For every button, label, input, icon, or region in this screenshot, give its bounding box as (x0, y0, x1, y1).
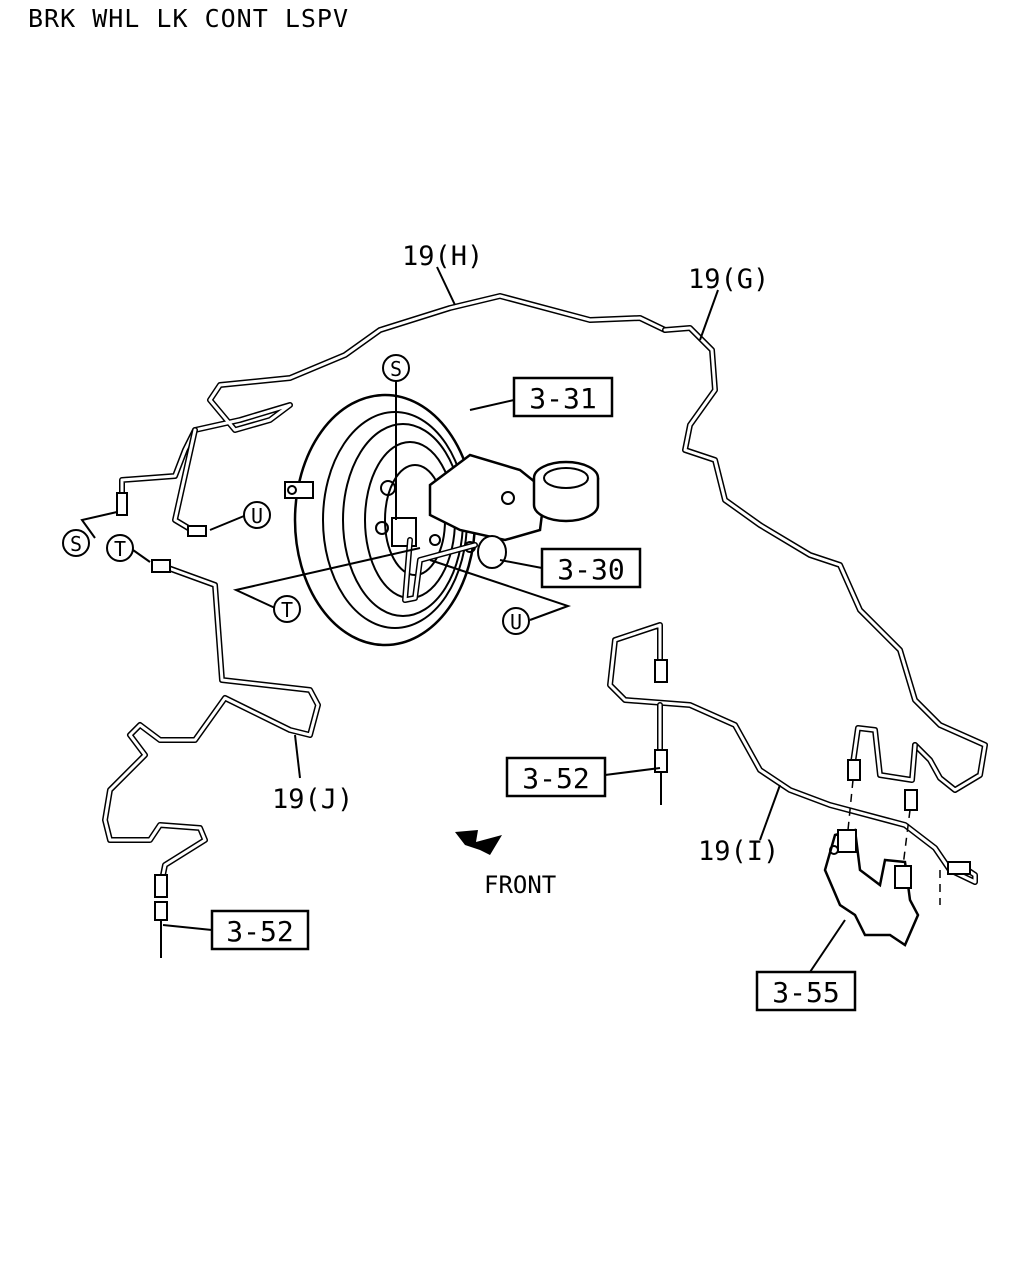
ref-box-3-52-left[interactable]: 3-52 (210, 909, 310, 951)
ref-box-label: 3-30 (557, 553, 624, 586)
ref-box-3-52-center[interactable]: 3-52 (505, 756, 607, 798)
pipe-19j (102, 562, 321, 883)
circle-label-s-top: S (382, 354, 410, 382)
ref-box-3-31[interactable]: 3-31 (512, 376, 614, 418)
ref-box-label: 3-52 (226, 915, 293, 948)
callout-19g: 19(G) (688, 264, 769, 295)
callout-19i: 19(I) (698, 836, 779, 867)
callout-19j: 19(J) (272, 784, 353, 815)
master-cylinder (375, 453, 600, 603)
front-label: FRONT (484, 871, 556, 899)
circle-label-text: U (251, 504, 263, 528)
front-arrow (455, 830, 502, 855)
lspv-bracket (823, 828, 920, 947)
circle-label-t-left: T (106, 534, 134, 562)
circle-label-s-left: S (62, 529, 90, 557)
fittings (116, 492, 971, 958)
circle-label-t-bottom: T (273, 595, 301, 623)
ref-box-label: 3-52 (522, 762, 589, 795)
leader-lines (80, 266, 846, 976)
brake-booster (284, 393, 477, 647)
circle-label-text: T (281, 598, 293, 622)
callout-19h: 19(H) (402, 241, 483, 272)
pipe-19h (119, 293, 668, 535)
circle-label-text: T (114, 537, 126, 561)
dashed-connections (847, 779, 941, 905)
circle-label-u-left: U (243, 501, 271, 529)
circle-label-text: U (510, 610, 522, 634)
ref-box-label: 3-55 (772, 976, 839, 1009)
circle-label-u-right: U (502, 607, 530, 635)
pipe-19g (662, 325, 988, 793)
ref-box-3-30[interactable]: 3-30 (540, 547, 642, 589)
circle-label-text: S (70, 532, 82, 556)
circle-label-text: S (390, 357, 402, 381)
diagram-title: BRK WHL LK CONT LSPV (28, 4, 350, 33)
ref-box-label: 3-31 (529, 382, 596, 415)
ref-box-3-55[interactable]: 3-55 (755, 970, 857, 1012)
